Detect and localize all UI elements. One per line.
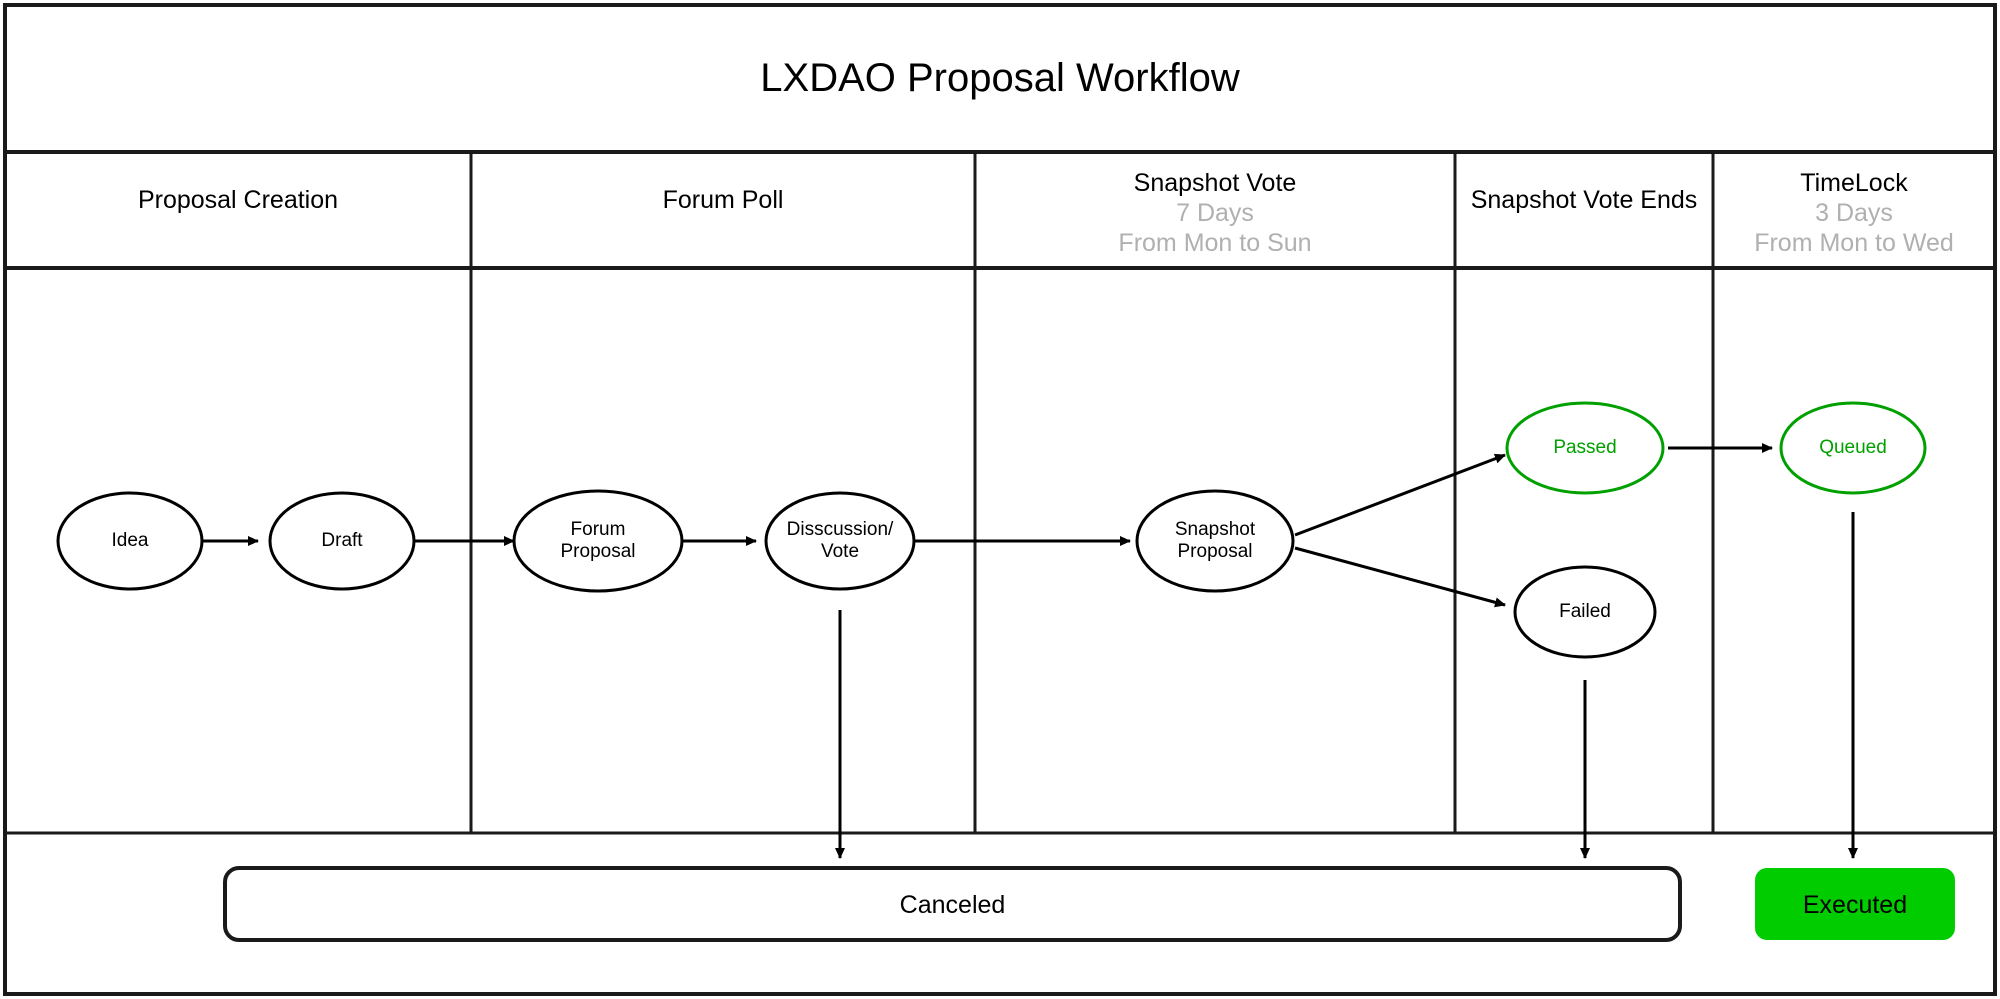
lane-name: Proposal Creation [137,186,339,214]
node-draft[interactable] [268,491,416,591]
lane-header-snapshot-vote: Snapshot Vote 7 Days From Mon to Sun [975,168,1455,258]
page-title: LXDAO Proposal Workflow [760,56,1240,100]
node-forum-proposal[interactable] [512,489,684,593]
node-queued[interactable] [1779,401,1927,495]
edge-snapshot-passed [1294,453,1506,537]
terminal-executed[interactable] [1755,868,1955,940]
diagram-outer-frame [3,3,1997,996]
terminal-canceled[interactable] [223,866,1682,942]
lane-name: TimeLock [1800,169,1908,197]
node-idea[interactable] [56,491,204,591]
node-disscussion-vote[interactable] [764,491,916,591]
lane-name: Snapshot Vote Ends [1470,186,1698,214]
lane-name: Snapshot Vote [1133,169,1297,197]
lane-duration: 7 Days [1176,199,1254,227]
node-snapshot-proposal[interactable] [1135,489,1295,593]
lane-header-forum-poll: Forum Poll [471,185,975,215]
node-passed[interactable] [1505,401,1665,495]
edge-snapshot-failed [1294,546,1506,608]
lane-duration: 3 Days [1815,199,1893,227]
terminal-label-executed: Executed [1802,891,1908,919]
lane-span: From Mon to Sun [1118,229,1312,257]
lane-header-timelock: TimeLock 3 Days From Mon to Wed [1713,168,1995,258]
lane-span: From Mon to Wed [1754,229,1954,257]
lane-header-proposal-creation: Proposal Creation [5,185,471,215]
lane-name: Forum Poll [662,186,784,214]
lane-header-snapshot-vote-ends: Snapshot Vote Ends [1455,185,1713,215]
node-failed[interactable] [1513,565,1657,659]
terminal-label-canceled: Canceled [899,891,1006,919]
